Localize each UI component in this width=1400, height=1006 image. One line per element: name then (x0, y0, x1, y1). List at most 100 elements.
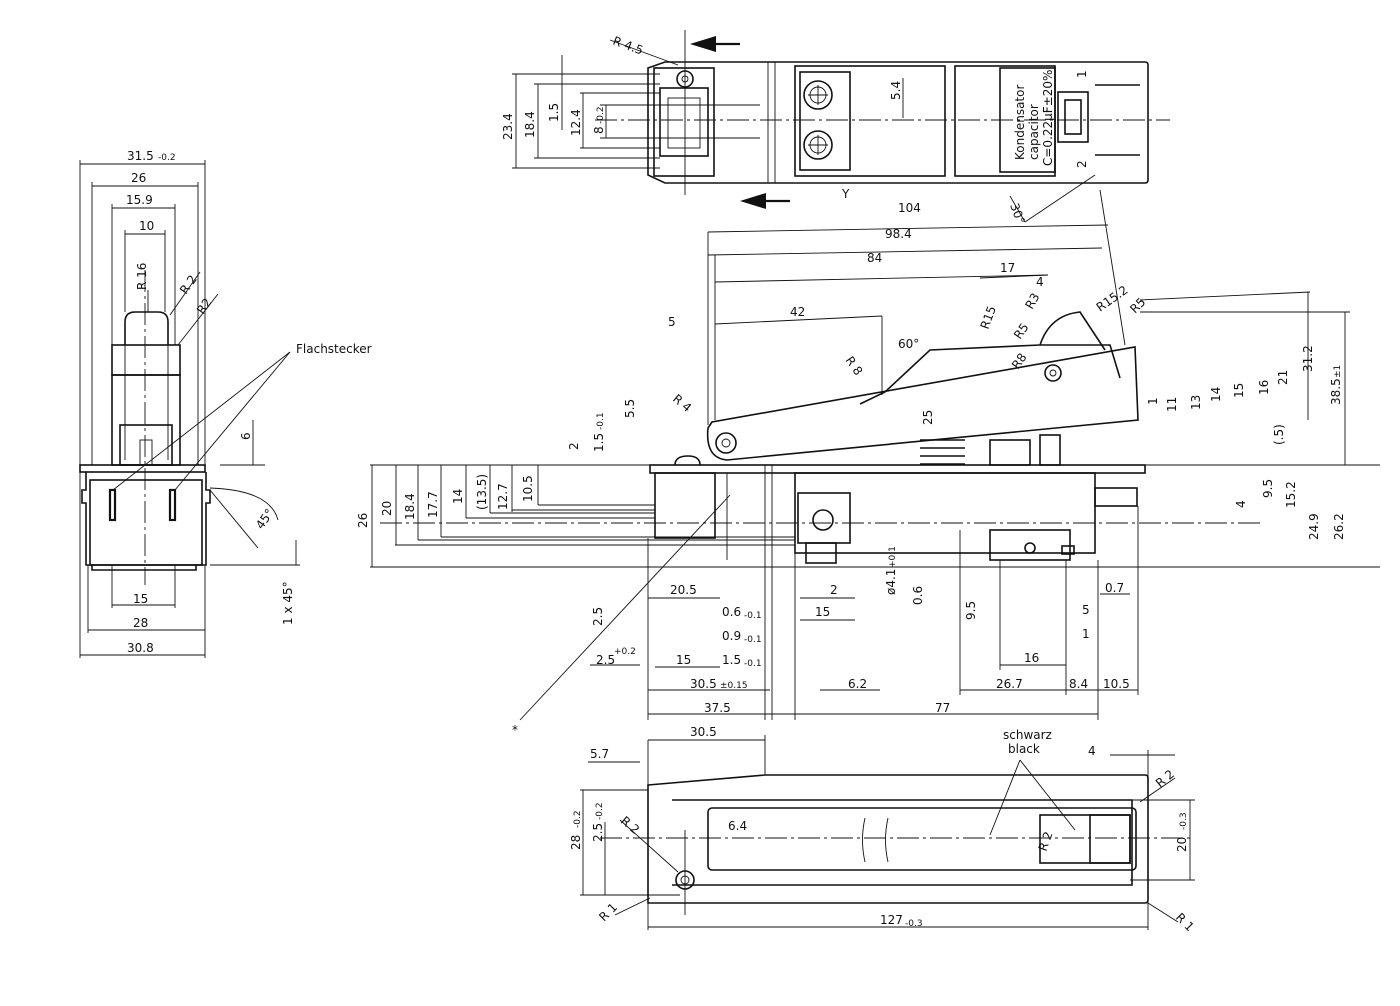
dim-8-4: 8.4 (1069, 677, 1088, 691)
dim-8-top: 8 (592, 126, 606, 134)
dim-13-right: 13 (1189, 395, 1203, 410)
dim-26-2: 26.2 (1332, 513, 1346, 540)
dim-60deg: 60° (898, 337, 919, 351)
dim-17-7: 17.7 (426, 491, 440, 518)
dim-2-5-bottom-view: 2.5 (591, 823, 605, 842)
dim-15-2: 15.2 (1284, 481, 1298, 508)
dim-26-side: 26 (356, 513, 370, 528)
dim-r2-c: R 2 (1153, 767, 1177, 790)
dim-0-6: 0.6 (722, 605, 741, 619)
capacitor-label-2: capacitor (1027, 104, 1041, 160)
dim-9-5-right: 9.5 (1261, 479, 1275, 498)
dim-15-right: 15 (1232, 383, 1246, 398)
label-flachstecker: Flachstecker (296, 342, 372, 356)
tol-0-6: -0.1 (744, 611, 762, 621)
dim-paren-5: (.5) (1272, 424, 1286, 445)
dim-2-side: 2 (567, 442, 581, 450)
dim-r4: R 4 (670, 392, 694, 415)
bottom-view: 30.5 5.7 schwarz black 4 R 2 R 2 R 2 28 … (569, 725, 1197, 934)
tol-2-5-bottom-view: -0.2 (595, 802, 605, 820)
dim-10: 10 (139, 219, 154, 233)
dim-r4-5: R 4.5 (611, 34, 645, 58)
dim-6-4: 6.4 (728, 819, 747, 833)
dim-20-side: 20 (380, 501, 394, 516)
label-black: black (1008, 742, 1040, 756)
asterisk-label: * (512, 723, 518, 737)
terminal-1-label: 1 (1075, 70, 1089, 78)
section-arrow-top (690, 36, 716, 52)
left-dim-lines (371, 465, 795, 567)
dim-phi4-1: ø4.1 (884, 569, 898, 595)
tol-phi4-1: +0.1 (888, 546, 898, 568)
dim-r2-a: R 2 (177, 272, 200, 296)
dim-37-5: 37.5 (704, 701, 731, 715)
dim-r16: R 16 (135, 263, 149, 290)
capacitor-label-1: Kondensator (1013, 85, 1027, 160)
tol-28-bot: -0.2 (573, 810, 583, 828)
dim-26-end: 26 (131, 171, 146, 185)
end-view: 31.5 -0.2 26 15.9 10 R 16 R 2 R2 Flachst… (79, 149, 372, 658)
tol-38-5: ±1 (1333, 365, 1343, 378)
tol-0-9: -0.1 (744, 635, 762, 645)
label-schwarz: schwarz (1003, 728, 1052, 742)
dim-5-7: 5.7 (590, 747, 609, 761)
dim-10-5: 10.5 (521, 475, 535, 502)
dim-30-8: 30.8 (127, 641, 154, 655)
dim-6-2: 6.2 (848, 677, 867, 691)
dim-1x45: 1 x 45° (281, 581, 295, 625)
dim-11-right: 11 (1165, 397, 1179, 412)
dim-23-4: 23.4 (501, 113, 515, 140)
dim-31-2: 31.2 (1301, 345, 1315, 372)
dim-16-bot: 16 (1024, 651, 1039, 665)
dim-r15-2: R15.2 (1094, 283, 1131, 315)
dim-18-4-side: 18.4 (403, 493, 417, 520)
dim-26-7: 26.7 (996, 677, 1023, 691)
dim-4-lever: 4 (1036, 275, 1044, 289)
dim-1-bot: 1 (1082, 627, 1090, 641)
dim-2-5-side: 2.5 (591, 607, 605, 626)
dim-r2-d: R 2 (618, 814, 642, 837)
dim-14-side: 14 (451, 489, 465, 504)
dim-0-9: 0.9 (722, 629, 741, 643)
tol-127: -0.3 (905, 919, 923, 929)
dim-17: 17 (1000, 261, 1015, 275)
dim-1-5-side: 1.5 (592, 433, 606, 452)
dim-5-lever: 5 (668, 315, 676, 329)
tol-1-5-side: -0.1 (596, 412, 606, 430)
dim-r3: R3 (1022, 291, 1042, 312)
view-y-label: Y (841, 187, 850, 201)
dim-r8: R 8 (843, 354, 866, 378)
dim-14-right: 14 (1209, 387, 1223, 402)
dim-30-5: 30.5 (690, 677, 717, 691)
dim-28-bot: 28 (569, 835, 583, 850)
dim-5-4: 5.4 (889, 81, 903, 100)
capacitor-label-3: C=0.22µF±20% (1041, 70, 1055, 166)
tol-30-5: ±0.15 (720, 681, 748, 691)
dim-6-end: 6 (239, 432, 253, 440)
dim-127: 127 (880, 913, 903, 927)
bottom-dim-lines (590, 593, 1138, 715)
dim-24-9: 24.9 (1307, 513, 1321, 540)
dim-1-right: 1 (1146, 397, 1160, 405)
dim-15-9: 15.9 (126, 193, 153, 207)
dim-30deg: 30° (1007, 201, 1027, 226)
dim-0-6-bot: 0.6 (911, 586, 925, 605)
dim-25: 25 (921, 410, 935, 425)
dim-r15: R15 (978, 304, 999, 331)
dim-15-end: 15 (133, 592, 148, 606)
dim-1-5-top: 1.5 (547, 103, 561, 122)
dim-77: 77 (935, 701, 950, 715)
dim-5-5: 5.5 (623, 399, 637, 418)
dim-42: 42 (790, 305, 805, 319)
dim-15-bot: 15 (815, 605, 830, 619)
dim-15-bot-b: 15 (676, 653, 691, 667)
dim-28-end: 28 (133, 616, 148, 630)
dim-16-right: 16 (1257, 380, 1271, 395)
dim-1-5-bot: 1.5 (722, 653, 741, 667)
dim-10-5-bot: 10.5 (1103, 677, 1130, 691)
dim-18-4-top: 18.4 (523, 111, 537, 138)
dim-r5-b: R5 (1127, 295, 1148, 316)
terminal-2-label: 2 (1075, 160, 1089, 168)
dim-98-4: 98.4 (885, 227, 912, 241)
